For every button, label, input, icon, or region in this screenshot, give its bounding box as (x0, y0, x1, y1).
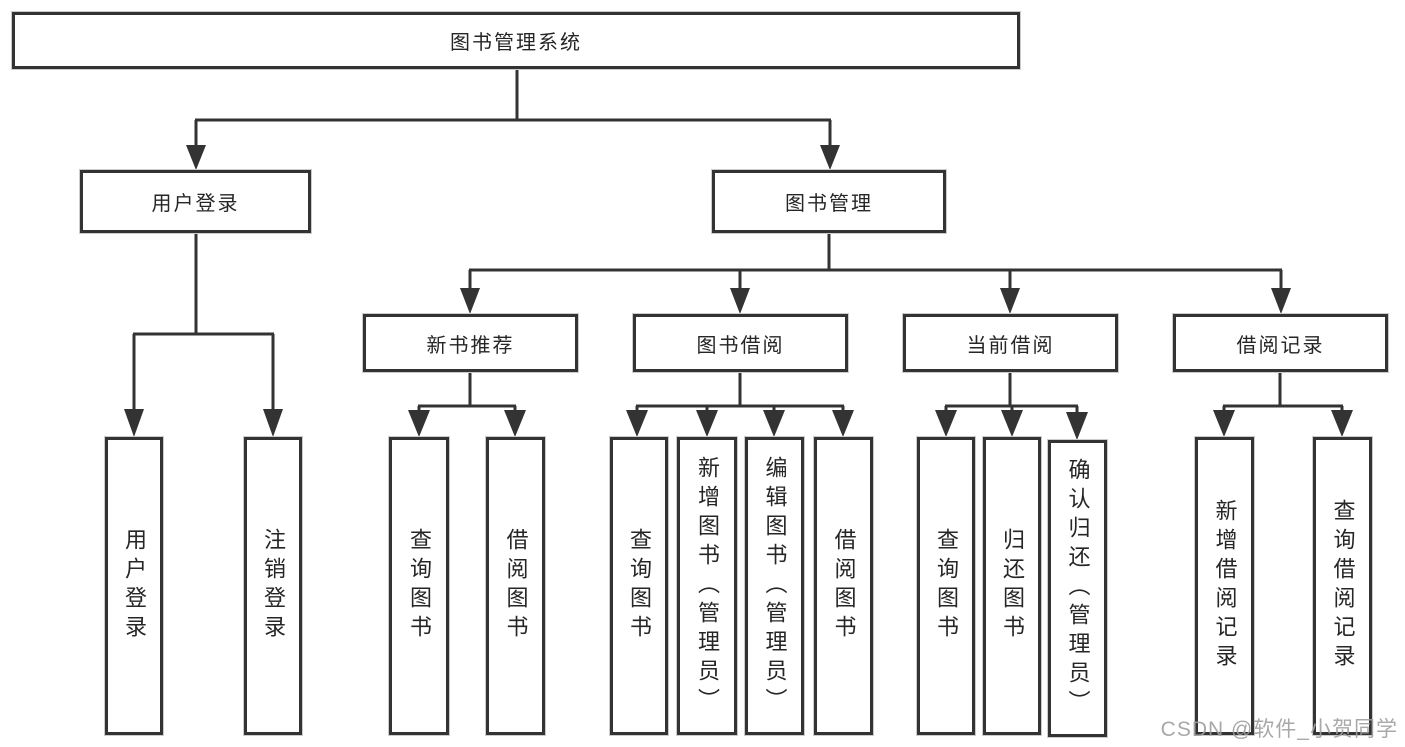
node-user-login: 用户登录 (80, 170, 311, 233)
node-book-borrowing: 图书借阅 (633, 314, 848, 372)
leaf-logout-label: 注销登录 (261, 528, 286, 644)
leaf-confirm-return-admin: 确认归还（管理员） (1048, 440, 1107, 737)
leaf-query-borrow-record-label: 查询借阅记录 (1330, 499, 1356, 673)
leaf-add-books-admin: 新增图书（管理员） (677, 437, 737, 735)
leaf-query-books-3: 查询图书 (917, 437, 975, 735)
node-current-borrowing: 当前借阅 (903, 314, 1118, 372)
leaf-user-login-label: 用户登录 (122, 528, 147, 644)
leaf-edit-books-admin: 编辑图书（管理员） (745, 437, 804, 735)
leaf-add-borrow-record-label: 新增借阅记录 (1212, 499, 1238, 673)
node-book-management: 图书管理 (712, 170, 946, 233)
leaf-return-books: 归还图书 (983, 437, 1041, 735)
leaf-query-books-1-label: 查询图书 (407, 528, 432, 644)
leaf-confirm-return-admin-label: 确认归还（管理员） (1065, 458, 1091, 719)
leaf-query-books-2-label: 查询图书 (627, 528, 652, 644)
node-new-book-recommend: 新书推荐 (363, 314, 578, 372)
leaf-query-books-3-label: 查询图书 (934, 528, 959, 644)
leaf-return-books-label: 归还图书 (1000, 528, 1025, 644)
node-library-management-system: 图书管理系统 (12, 12, 1020, 69)
leaf-borrow-books-1: 借阅图书 (486, 437, 545, 735)
node-borrowing-records: 借阅记录 (1173, 314, 1388, 372)
leaf-edit-books-admin-label: 编辑图书（管理员） (762, 455, 788, 717)
watermark: CSDN @软件_小贺同学 (1160, 718, 1398, 741)
leaf-logout: 注销登录 (244, 437, 302, 735)
leaf-add-books-admin-label: 新增图书（管理员） (695, 455, 720, 717)
leaf-borrow-books-1-label: 借阅图书 (503, 528, 529, 644)
leaf-borrow-books-2-label: 借阅图书 (831, 528, 857, 644)
leaf-query-books-1: 查询图书 (389, 437, 449, 735)
leaf-query-books-2: 查询图书 (610, 437, 668, 735)
leaf-borrow-books-2: 借阅图书 (814, 437, 873, 735)
leaf-add-borrow-record: 新增借阅记录 (1195, 437, 1254, 735)
leaf-query-borrow-record: 查询借阅记录 (1313, 437, 1372, 735)
leaf-user-login: 用户登录 (105, 437, 163, 735)
